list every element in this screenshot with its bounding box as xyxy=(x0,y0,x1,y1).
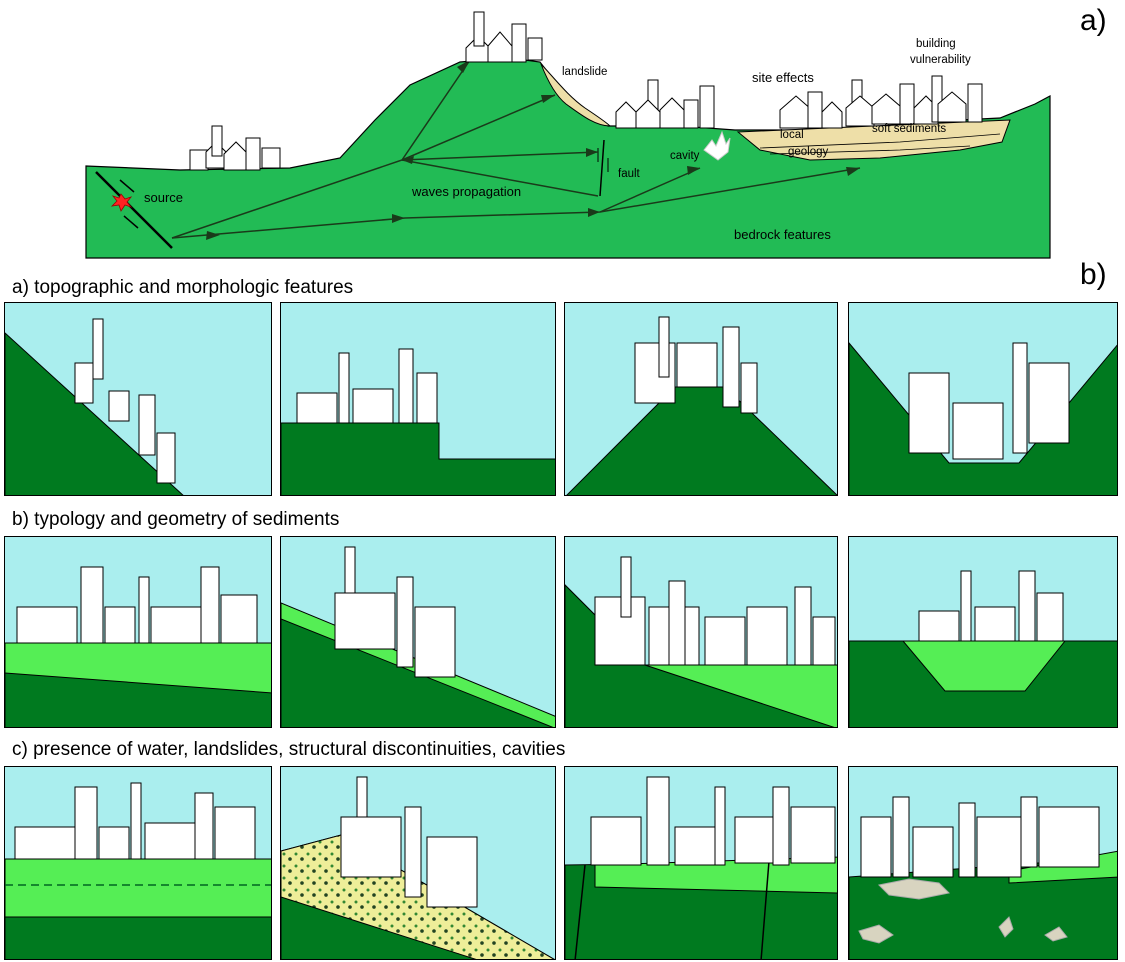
fault-line xyxy=(599,139,605,197)
buildings-hilltop xyxy=(465,11,543,63)
cavity-label: cavity xyxy=(670,150,700,162)
source-label: source xyxy=(144,190,184,205)
panel-topo-valley xyxy=(848,302,1118,496)
soft-sediments-label: soft sediments xyxy=(872,123,947,135)
site-effects-label: site effects xyxy=(752,70,814,85)
buildings-basin xyxy=(779,75,983,129)
panel-sed-basin xyxy=(848,536,1118,728)
wave-arrowheads xyxy=(206,60,860,240)
panel-sed-flat xyxy=(4,536,272,728)
buildings-left xyxy=(189,125,281,171)
fault-label: fault xyxy=(618,168,640,180)
row-c-title: c) presence of water, landslides, struct… xyxy=(12,739,566,760)
cavity-shapes xyxy=(858,878,1068,944)
row-a-title: a) topographic and morphologic features xyxy=(12,277,354,298)
wave-rays xyxy=(171,59,861,239)
panel-topo-slope xyxy=(4,302,272,496)
panel-sed-wedge xyxy=(564,536,838,728)
panel-cavities xyxy=(848,766,1118,960)
soft-sediments xyxy=(736,119,1011,161)
panel-discontinuities xyxy=(564,766,838,960)
cavity-sketch xyxy=(703,130,731,161)
landslide-label: landslide xyxy=(562,66,608,78)
discontinuity-line-1 xyxy=(574,864,586,959)
panel-topo-step xyxy=(280,302,556,496)
panel-sed-slope xyxy=(280,536,556,728)
part-b-label: b) xyxy=(1080,258,1107,291)
part-a-label: a) xyxy=(1080,4,1107,37)
panel-water xyxy=(4,766,272,960)
landslide-body xyxy=(540,63,612,127)
geology-label: geology xyxy=(788,146,829,158)
local-label: local xyxy=(780,129,804,141)
source-star-icon xyxy=(110,193,133,212)
row-b-title: b) typology and geometry of sediments xyxy=(12,509,340,530)
discontinuity-line-2 xyxy=(760,860,770,959)
building-vulnerability-label-1: building xyxy=(916,38,956,50)
building-vulnerability-label-2: vulnerability xyxy=(910,54,971,66)
panel-topo-ridge xyxy=(564,302,838,496)
source-fault-line xyxy=(95,171,173,249)
seismic-cross-section-diagram xyxy=(85,11,1051,259)
waves-propagation-label: waves propagation xyxy=(412,184,522,199)
bedrock-features-label: bedrock features xyxy=(734,227,831,242)
buildings-middle xyxy=(615,79,715,129)
panel-landslide xyxy=(280,766,556,960)
